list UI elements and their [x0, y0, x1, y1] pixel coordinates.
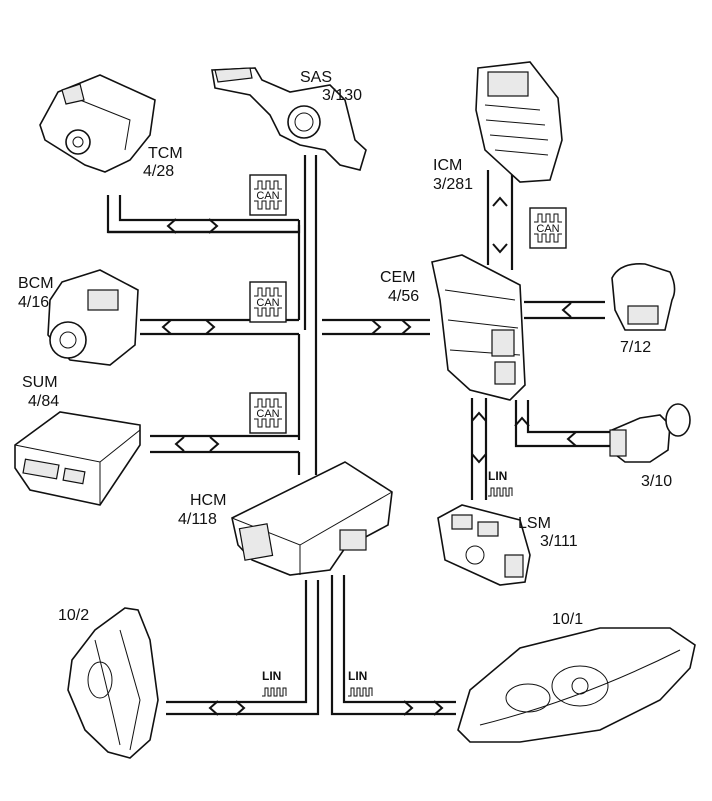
lsm-name: LSM — [518, 515, 551, 532]
tcm-name: TCM — [148, 145, 183, 162]
sas-ref: 3/130 — [322, 87, 362, 104]
icm-name: ICM — [433, 157, 462, 174]
can-badge-sum: CAN — [249, 392, 287, 434]
svg-text:CAN: CAN — [256, 297, 279, 309]
svg-text:CAN: CAN — [256, 190, 279, 202]
hcm-ref: 4/118 — [178, 511, 217, 528]
cem-ref: 4/56 — [388, 288, 419, 305]
lsm-device — [437, 504, 531, 586]
can-badge-tcm: CAN — [249, 174, 287, 216]
headlamp-right-device — [457, 627, 696, 743]
sum-name: SUM — [22, 374, 58, 391]
sensor-3-10-ref: 3/10 — [641, 473, 672, 490]
bus-arrows — [162, 197, 577, 716]
cem-name: CEM — [380, 269, 416, 286]
headlamp-left-device — [67, 607, 159, 759]
svg-text:CAN: CAN — [256, 408, 279, 420]
lin-badge-headlamp-left: LIN — [261, 669, 287, 697]
hcm-device — [231, 461, 393, 576]
icm-device — [475, 61, 563, 183]
lin-badge-lsm: LIN — [487, 469, 513, 497]
lsm-ref: 3/111 — [540, 533, 578, 550]
hcm-name: HCM — [190, 492, 226, 509]
bcm-name: BCM — [18, 275, 54, 292]
svg-text:CAN: CAN — [536, 223, 559, 235]
sas-name: SAS — [300, 69, 332, 86]
svg-text:LIN: LIN — [262, 669, 281, 683]
sensor-3-10-device — [609, 403, 691, 463]
switch-7-12-device — [611, 262, 676, 331]
svg-text:LIN: LIN — [348, 669, 367, 683]
icm-ref: 3/281 — [433, 176, 473, 193]
can-badge-bcm: CAN — [249, 281, 287, 323]
sum-device — [14, 411, 141, 506]
sum-ref: 4/84 — [28, 393, 59, 410]
bcm-ref: 4/16 — [18, 294, 49, 311]
lin-badge-headlamp-right: LIN — [347, 669, 373, 697]
tcm-device — [39, 74, 156, 173]
svg-text:LIN: LIN — [488, 469, 507, 483]
cem-device — [431, 254, 526, 401]
switch-7-12-ref: 7/12 — [620, 339, 651, 356]
tcm-ref: 4/28 — [143, 163, 174, 180]
can-badge-icm: CAN — [529, 207, 567, 249]
headlamp-left-ref: 10/2 — [58, 607, 89, 624]
sas-device — [211, 67, 367, 171]
bcm-device — [47, 269, 139, 366]
headlamp-right-ref: 10/1 — [552, 611, 583, 628]
can-bus-lines — [106, 155, 610, 716]
